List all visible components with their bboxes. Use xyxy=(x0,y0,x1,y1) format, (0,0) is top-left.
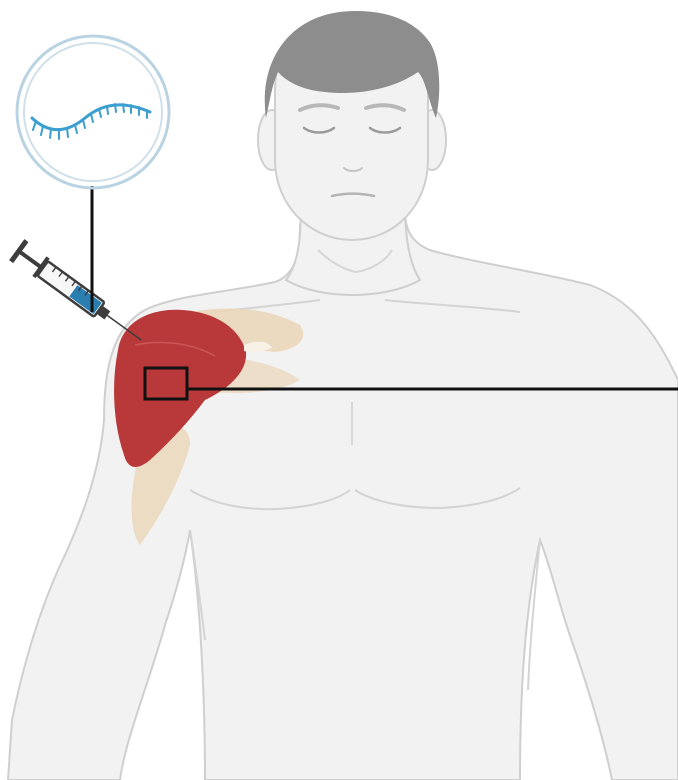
syringe-plunger-handle xyxy=(9,239,28,263)
syringe-plunger-rod xyxy=(19,250,42,269)
body xyxy=(8,190,678,780)
head xyxy=(258,11,446,240)
